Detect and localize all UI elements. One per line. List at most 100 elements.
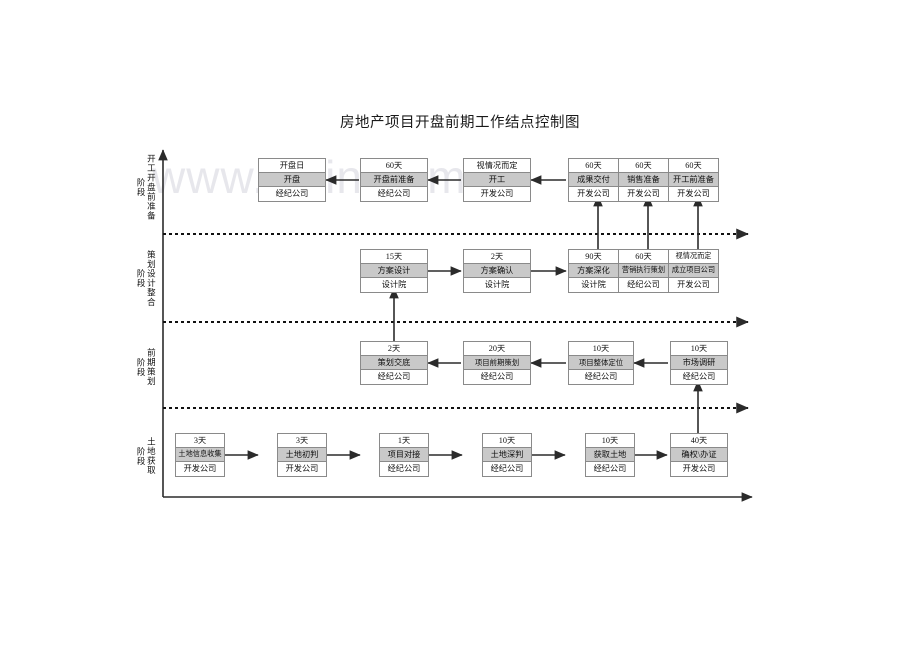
band-label-1: 开工开盘前准备 阶段 <box>136 148 157 226</box>
node-row3-1[interactable]: 20天 项目前期策划 经纪公司 <box>463 341 531 385</box>
node-owner: 开发公司 <box>480 189 514 198</box>
node-row4-1[interactable]: 3天 土地初判 开发公司 <box>277 433 327 477</box>
page-title: 房地产项目开盘前期工作结点控制图 <box>340 115 580 131</box>
node-group-row2-right: 90天 方案深化 设计院 60天 营销执行策划 经纪公司 视情况而定 成立项目公… <box>568 249 719 293</box>
node-duration: 60天 <box>619 250 668 264</box>
node-duration: 1天 <box>380 434 428 448</box>
node-duration: 10天 <box>586 434 634 448</box>
band-label-1-sub: 阶段 <box>136 177 147 197</box>
node-row1-2[interactable]: 视情况而定 开工 开发公司 <box>463 158 531 202</box>
node-duration: 2天 <box>361 342 427 356</box>
node-row1-3[interactable]: 60天 成果交付 开发公司 <box>568 158 619 202</box>
band-label-3-sub: 阶段 <box>136 357 147 377</box>
node-task: 项目对接 <box>380 448 428 462</box>
node-task: 开工 <box>464 173 530 187</box>
node-duration: 10天 <box>671 342 727 356</box>
node-task: 成立项目公司 <box>669 264 718 278</box>
node-owner: 设计院 <box>381 280 407 289</box>
node-task: 开工前准备 <box>669 173 718 187</box>
node-owner: 经纪公司 <box>377 372 411 381</box>
node-owner: 经纪公司 <box>584 372 618 381</box>
node-owner: 开发公司 <box>577 189 610 198</box>
node-owner: 经纪公司 <box>377 189 411 198</box>
node-owner: 设计院 <box>581 280 606 289</box>
node-task: 项目前期策划 <box>464 356 530 370</box>
node-task: 土地信息收集 <box>176 448 224 462</box>
node-task: 开盘 <box>259 173 325 187</box>
band-label-4-main: 土地获取 <box>146 437 157 475</box>
node-duration: 3天 <box>176 434 224 448</box>
node-row4-5[interactable]: 40天 确权\办证 开发公司 <box>670 433 728 477</box>
band-label-2-main: 策划设计整合 <box>146 249 157 307</box>
node-task: 土地初判 <box>278 448 326 462</box>
node-duration: 10天 <box>569 342 633 356</box>
band-label-1-main: 开工开盘前准备 <box>146 153 157 221</box>
node-row3-0[interactable]: 2天 策划交底 经纪公司 <box>360 341 428 385</box>
band-label-3: 前期策划 阶段 <box>136 340 157 394</box>
node-row1-4[interactable]: 60天 销售准备 开发公司 <box>618 158 669 202</box>
node-row4-2[interactable]: 1天 项目对接 经纪公司 <box>379 433 429 477</box>
node-row1-1[interactable]: 60天 开盘前准备 经纪公司 <box>360 158 428 202</box>
node-owner: 经纪公司 <box>275 189 309 198</box>
node-task: 开盘前准备 <box>361 173 427 187</box>
node-duration: 90天 <box>569 250 618 264</box>
band-label-3-main: 前期策划 <box>146 348 157 386</box>
node-task: 成果交付 <box>569 173 618 187</box>
band-label-4-sub: 阶段 <box>136 446 147 466</box>
band-label-4: 土地获取 阶段 <box>136 429 157 483</box>
node-task: 确权\办证 <box>671 448 727 462</box>
node-duration: 开盘日 <box>259 159 325 173</box>
node-owner: 经纪公司 <box>490 464 524 473</box>
node-duration: 60天 <box>361 159 427 173</box>
node-row1-0[interactable]: 开盘日 开盘 经纪公司 <box>258 158 326 202</box>
node-row4-3[interactable]: 10天 土地深判 经纪公司 <box>482 433 532 477</box>
node-task: 方案设计 <box>361 264 427 278</box>
node-task: 销售准备 <box>619 173 668 187</box>
node-owner: 开发公司 <box>682 464 716 473</box>
node-task: 方案深化 <box>569 264 618 278</box>
node-owner: 经纪公司 <box>682 372 716 381</box>
node-owner: 开发公司 <box>627 189 660 198</box>
node-row1-5[interactable]: 60天 开工前准备 开发公司 <box>668 158 719 202</box>
node-owner: 经纪公司 <box>480 372 514 381</box>
node-task: 方案确认 <box>464 264 530 278</box>
node-row2-4[interactable]: 视情况而定 成立项目公司 开发公司 <box>668 249 719 293</box>
node-row2-1[interactable]: 2天 方案确认 设计院 <box>463 249 531 293</box>
node-owner: 经纪公司 <box>387 464 421 473</box>
node-owner: 开发公司 <box>677 189 710 198</box>
node-group-row1-right: 60天 成果交付 开发公司 60天 销售准备 开发公司 60天 开工前准备 开发… <box>568 158 719 202</box>
node-owner: 经纪公司 <box>627 280 660 289</box>
node-row2-3[interactable]: 60天 营销执行策划 经纪公司 <box>618 249 669 293</box>
node-row3-2[interactable]: 10天 项目整体定位 经纪公司 <box>568 341 634 385</box>
node-task: 项目整体定位 <box>569 356 633 370</box>
node-owner: 开发公司 <box>183 464 217 473</box>
node-row4-0[interactable]: 3天 土地信息收集 开发公司 <box>175 433 225 477</box>
node-task: 策划交底 <box>361 356 427 370</box>
node-row2-2[interactable]: 90天 方案深化 设计院 <box>568 249 619 293</box>
node-duration: 3天 <box>278 434 326 448</box>
node-duration: 60天 <box>619 159 668 173</box>
node-task: 营销执行策划 <box>619 264 668 278</box>
node-duration: 视情况而定 <box>464 159 530 173</box>
node-duration: 20天 <box>464 342 530 356</box>
node-duration: 15天 <box>361 250 427 264</box>
node-owner: 开发公司 <box>677 280 710 289</box>
node-duration: 40天 <box>671 434 727 448</box>
node-row4-4[interactable]: 10天 获取土地 经纪公司 <box>585 433 635 477</box>
band-label-2: 策划设计整合 阶段 <box>136 243 157 313</box>
node-duration: 60天 <box>669 159 718 173</box>
node-owner: 设计院 <box>484 280 510 289</box>
node-duration: 10天 <box>483 434 531 448</box>
node-row2-0[interactable]: 15天 方案设计 设计院 <box>360 249 428 293</box>
band-label-2-sub: 阶段 <box>136 268 147 288</box>
node-task: 土地深判 <box>483 448 531 462</box>
node-row3-3[interactable]: 10天 市场调研 经纪公司 <box>670 341 728 385</box>
node-owner: 开发公司 <box>285 464 319 473</box>
node-owner: 经纪公司 <box>593 464 627 473</box>
node-task: 市场调研 <box>671 356 727 370</box>
node-duration: 2天 <box>464 250 530 264</box>
node-task: 获取土地 <box>586 448 634 462</box>
node-duration: 视情况而定 <box>669 250 718 264</box>
